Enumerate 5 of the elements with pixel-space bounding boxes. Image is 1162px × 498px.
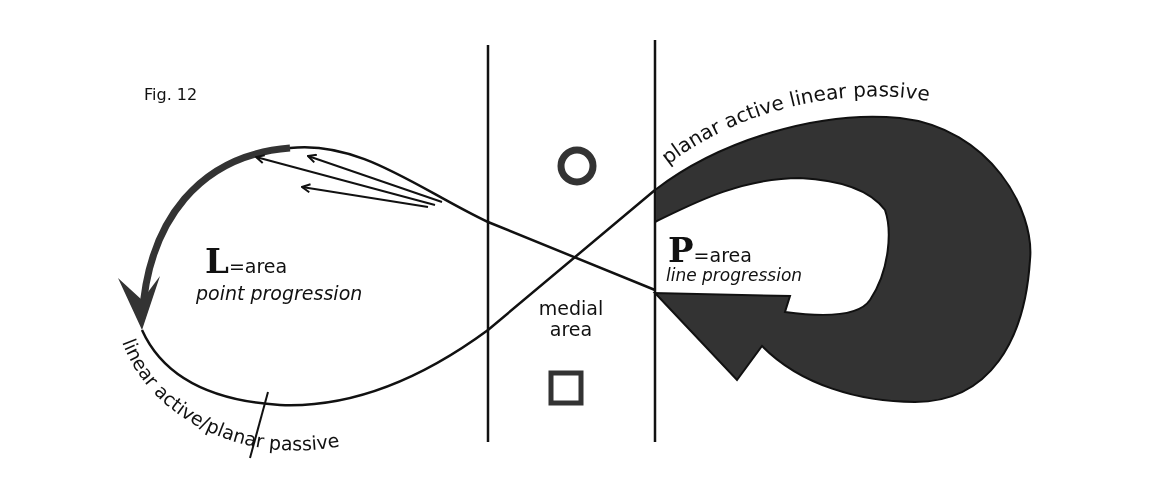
area-caption: point progression [196,283,363,304]
area-label: L=area [205,243,288,281]
area-caption: line progression [666,266,803,285]
zone-label: medial area [537,298,605,340]
figure-number: Fig. 12 [144,86,198,104]
